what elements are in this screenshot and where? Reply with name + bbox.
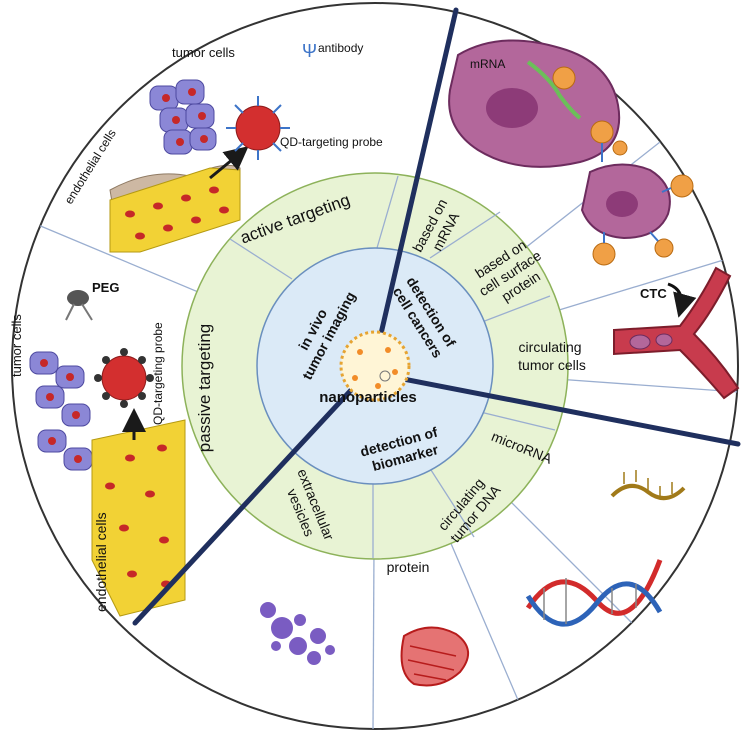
active-blood-vessel [109, 167, 241, 253]
mrna-cell-illustration: mRNA [448, 39, 621, 168]
passive-targeting-illustration: PEG tumor cells endothelial cells [9, 280, 186, 617]
passive-tumor-cell-cluster [29, 351, 93, 471]
active-antibody-icon: Ψ [302, 41, 317, 61]
active-tumor-cells-label: tumor cells [172, 45, 235, 60]
protein-illustration [400, 626, 469, 687]
passive-endothelial-label: endothelial cells [93, 512, 109, 612]
vesicles-illustration [260, 602, 335, 665]
center-label: nanoparticles [319, 389, 417, 406]
label-circulating-tumor-cells: circulating tumor cells [518, 339, 586, 373]
peg-label: PEG [92, 280, 119, 295]
active-tumor-cell-cluster [149, 79, 217, 155]
middle-dividers [229, 175, 556, 558]
mrna-label: mRNA [470, 57, 505, 71]
active-targeting-illustration: Ψ antibody tumor cells endothelial cells [62, 41, 383, 253]
active-arrow [209, 146, 249, 180]
passive-tumor-cells-label: tumor cells [9, 314, 24, 377]
ctc-label: CTC [640, 286, 667, 301]
label-protein: protein [387, 559, 430, 575]
surface-protein-illustration [580, 120, 694, 266]
thick-dividers [132, 7, 741, 626]
microrna-illustration [610, 470, 686, 500]
ctc-illustration: CTC [613, 266, 740, 400]
active-antibody-label: antibody [318, 41, 363, 55]
label-passive-targeting: passive targeting [195, 324, 214, 453]
active-vessel-cells [125, 186, 229, 240]
dna-helix-illustration [525, 559, 663, 627]
nanoparticle-core [339, 330, 411, 402]
passive-blood-vessel [91, 419, 186, 617]
passive-vessel-cells [105, 444, 171, 588]
passive-probe-label: QD-targeting probe [151, 322, 165, 425]
active-probe-label: QD-targeting probe [280, 135, 383, 149]
passive-qd-probe [94, 348, 154, 408]
active-qd-probe [226, 96, 290, 160]
peg-icon [67, 290, 89, 306]
